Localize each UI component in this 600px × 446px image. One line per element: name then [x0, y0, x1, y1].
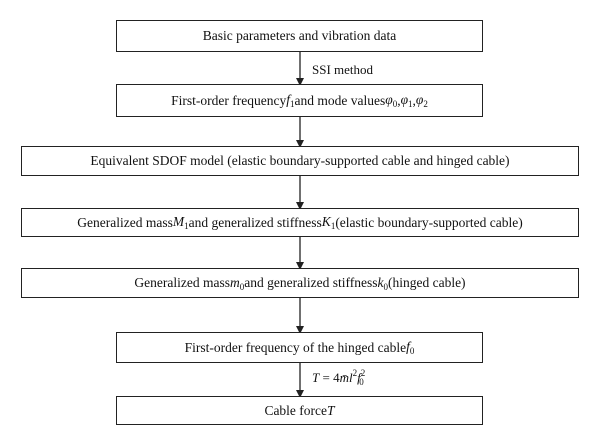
text-run: Basic parameters and vibration data [202, 28, 397, 43]
step-first-order-frequency: First-order frequency f1 and mode values… [116, 84, 483, 117]
superscript: 2 [352, 368, 358, 378]
subscript: 0 [409, 346, 415, 356]
text-run: (hinged cable) [387, 275, 466, 290]
text-run: , [412, 92, 416, 108]
text-run: and mode values [294, 92, 386, 108]
math-variable: M1 [172, 214, 189, 231]
text-run: and generalized stiffness [188, 214, 322, 230]
subscript: 1 [184, 221, 189, 231]
text-run: First-order frequency of the hinged cabl… [184, 339, 407, 355]
math-variable: m0 [230, 274, 245, 292]
superscript: 2 [360, 368, 366, 378]
step-hinged-cable-frequency: First-order frequency of the hinged cabl… [116, 332, 483, 363]
math-variable: φ1 [400, 92, 413, 109]
math-variable: K1 [321, 214, 336, 231]
subscript: 0 [392, 99, 398, 109]
text-run: SSI method [312, 62, 374, 77]
math-variable: f1 [286, 92, 295, 109]
text-run: and generalized stiffness [244, 275, 378, 290]
text-run: First-order frequency [171, 92, 287, 108]
ssi-method-label: SSI method [312, 62, 373, 78]
step-generalized-mass-stiffness-elastic: Generalized mass M1 and generalized stif… [21, 208, 579, 237]
text-run: Generalized mass [77, 214, 173, 230]
cable-force-formula-label: T = 4m̄l2f20 [312, 368, 366, 387]
step-cable-force: Cable force T [116, 396, 483, 425]
step-generalized-mass-stiffness-hinged: Generalized mass m0 and generalized stif… [21, 268, 579, 298]
subscript: 1 [330, 221, 336, 231]
math-variable: φ2 [415, 92, 428, 109]
math-variable: k0 [377, 274, 388, 292]
step-equivalent-sdof-model: Equivalent SDOF model (elastic boundary-… [21, 146, 579, 176]
subscript: 0 [383, 281, 388, 292]
math-variable: φ0 [385, 92, 398, 109]
step-basic-parameters: Basic parameters and vibration data [116, 20, 483, 52]
math-variable: T [327, 402, 335, 418]
subscript: 1 [289, 99, 295, 109]
math-variable: f0 [406, 339, 415, 356]
text-run: Generalized mass [134, 275, 231, 290]
text-run: (elastic boundary-supported cable) [335, 214, 523, 230]
subscript: 1 [408, 99, 413, 109]
text-run: , [397, 92, 401, 108]
text-run: Equivalent SDOF model (elastic boundary-… [90, 153, 510, 168]
text-run: Cable force [264, 402, 328, 418]
math-variable: f20 [357, 368, 366, 387]
math-variable: T [312, 370, 320, 385]
subscript: 0 [239, 281, 245, 292]
subscript: 0 [359, 377, 364, 387]
text-run: = 4 [319, 370, 340, 385]
subscript: 2 [423, 99, 428, 109]
math-variable: m̄l2 [339, 368, 358, 385]
